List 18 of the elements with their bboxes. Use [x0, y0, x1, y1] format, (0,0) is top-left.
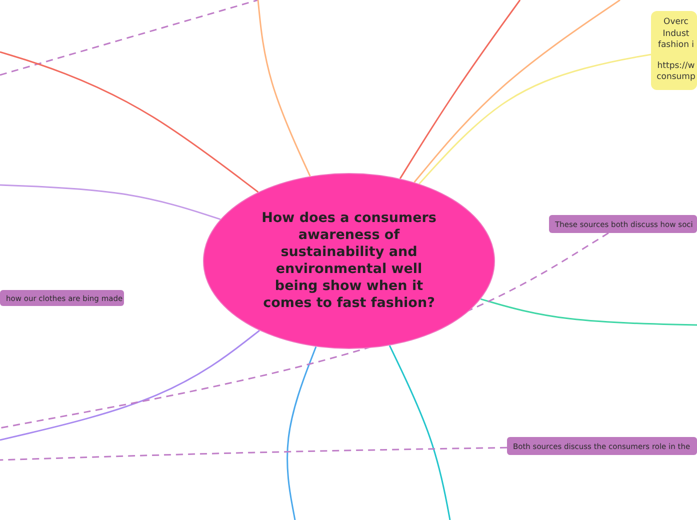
node-text: Overc Indust fashion i: [656, 17, 696, 52]
node-text: How does a consumers awareness of sustainability and environmental well being show when it comes to fast fashion?: [260, 210, 438, 312]
branch-line: [418, 54, 652, 184]
relationship-label: [507, 437, 697, 455]
branch-line: [388, 345, 451, 520]
dashed-connector: [0, 446, 508, 461]
relationship-label: [549, 215, 697, 233]
branch-line: [399, 0, 521, 179]
branch-line: [0, 51, 259, 193]
branch-line: [0, 184, 221, 220]
branch-line: [480, 298, 697, 326]
branch-line: [0, 330, 260, 441]
note-card: [651, 11, 697, 90]
branch-line: [286, 346, 317, 520]
branch-line: [414, 0, 620, 183]
branch-line: [257, 0, 311, 176]
link-text: https://w consump: [656, 60, 696, 84]
relationship-label: [0, 290, 124, 306]
